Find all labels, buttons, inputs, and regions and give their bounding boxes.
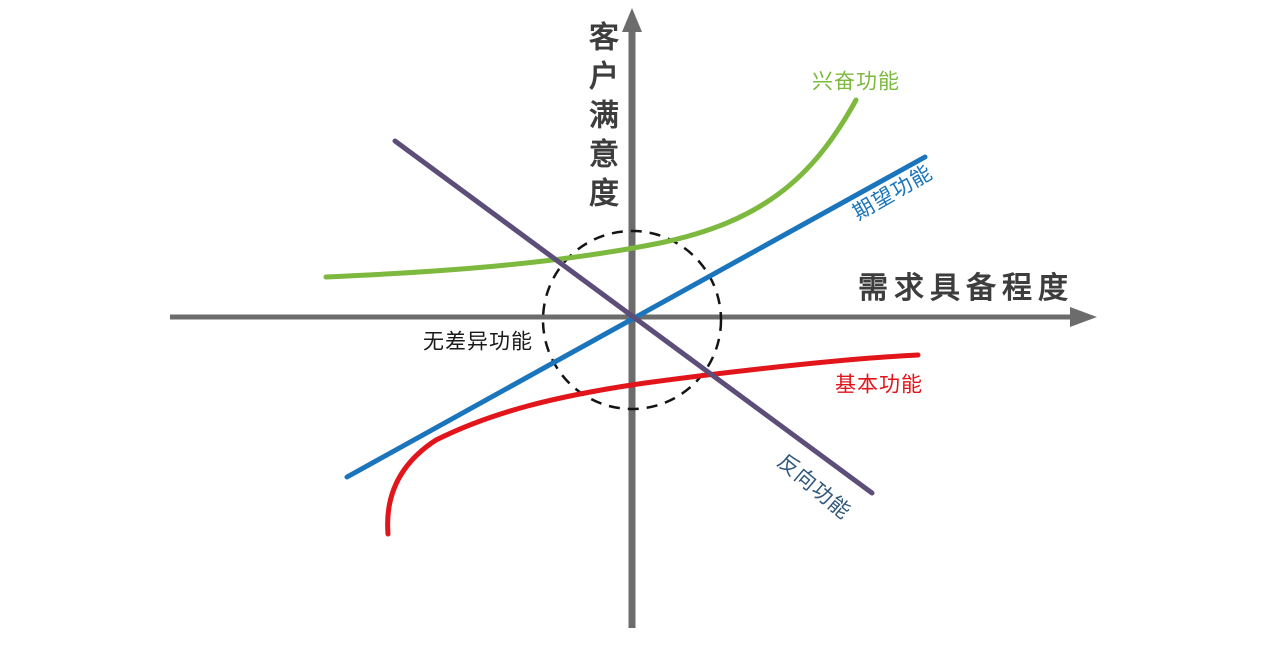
- basic-series-label: 基本功能: [835, 373, 923, 397]
- basic-curve: [385, 352, 921, 537]
- indifferent-series-label: 无差异功能: [423, 330, 533, 354]
- x-axis-arrowhead: [1070, 307, 1097, 327]
- y-axis-label: 客户满意度: [584, 21, 617, 216]
- excitement-series-label: 兴奋功能: [812, 70, 900, 94]
- x-axis-label: 需求具备程度: [858, 272, 1074, 305]
- excitement-curve: [323, 97, 859, 280]
- indifferent-zone-circle: [541, 229, 723, 411]
- reverse-line: [392, 138, 875, 496]
- y-axis-arrowhead: [622, 8, 642, 32]
